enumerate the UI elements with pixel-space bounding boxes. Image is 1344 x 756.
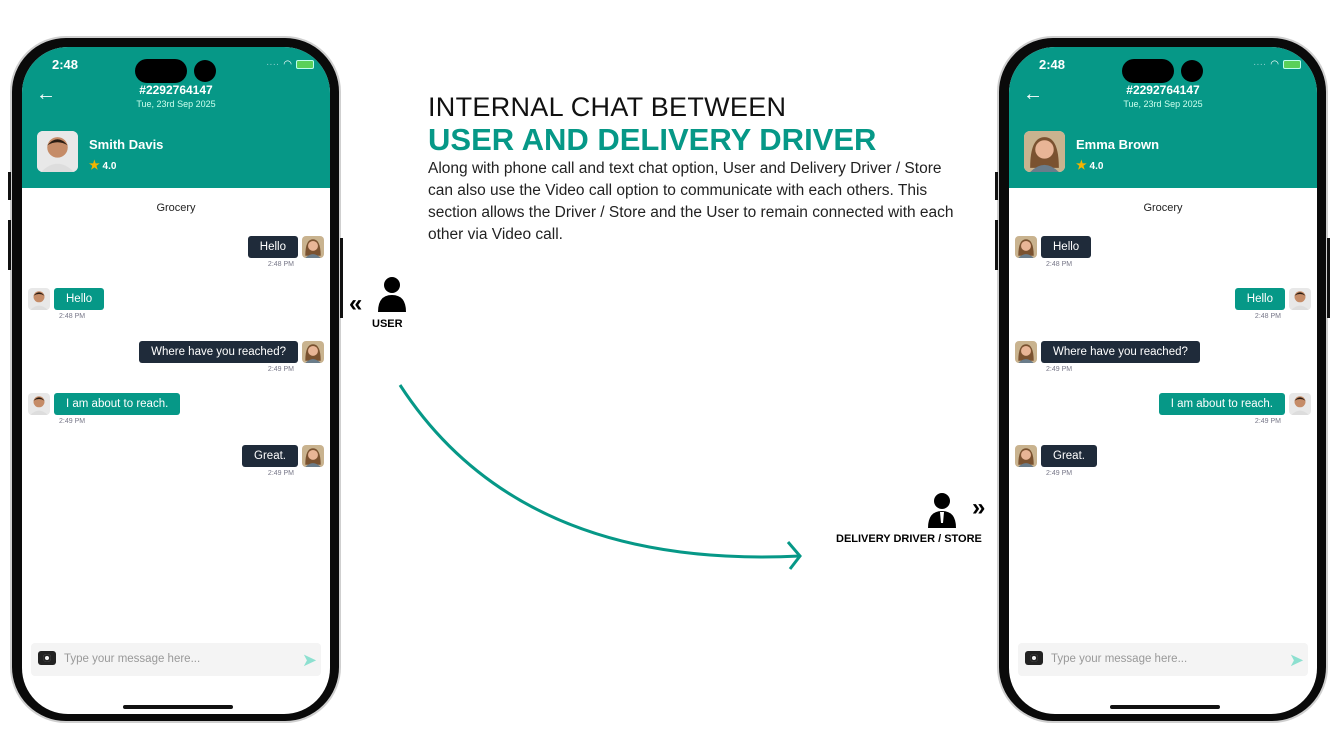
message-bubble: Hello [247, 236, 298, 258]
order-date: Tue, 23rd Sep 2025 [136, 99, 216, 109]
order-id: #2292764147 [139, 83, 213, 97]
back-arrow-icon[interactable]: ← [36, 83, 56, 105]
message-time: 2:49 PM [1046, 470, 1073, 478]
rating-value: 4.0 [102, 161, 117, 172]
message-row: Hello 2:48 PM [1009, 236, 1317, 282]
category-label: Grocery [1143, 202, 1183, 214]
message-time: 2:48 PM [1046, 261, 1073, 268]
status-time: 2:48 [1039, 57, 1066, 72]
phone-screen: 2:48 ····◠ ← #2292764147 Tue, 23rd Sep 2… [22, 47, 330, 714]
status-icons: ····◠ [266, 59, 314, 70]
message-composer: Type your message here... ➤ [31, 643, 321, 676]
message-avatar [302, 445, 324, 468]
chat-header: 2:48 ····◠ ← #2292764147 Tue, 23rd Sep 2… [22, 47, 330, 188]
message-time: 2:48 PM [1254, 313, 1281, 321]
user-icon [378, 277, 406, 312]
status-time: 2:48 [52, 57, 79, 72]
message-bubble: Great. [242, 445, 298, 468]
star-icon: ★ [89, 158, 100, 172]
back-arrow-icon[interactable]: ← [1023, 83, 1043, 105]
message-time: 2:48 PM [267, 261, 294, 268]
send-icon[interactable]: ➤ [1288, 650, 1304, 670]
message-composer: Type your message here... ➤ [1018, 643, 1308, 676]
wifi-icon: ◠ [1270, 59, 1279, 70]
wifi-icon: ◠ [283, 59, 292, 70]
message-row: Hello 2:48 PM [22, 288, 330, 334]
camera-icon [1181, 60, 1203, 82]
message-bubble: I am about to reach. [1158, 392, 1285, 415]
home-indicator [123, 705, 233, 709]
order-id: #2292764147 [1126, 83, 1200, 97]
message-row: I am about to reach. 2:49 PM [1009, 392, 1317, 439]
contact-rating: ★ 4.0 [1076, 158, 1103, 172]
message-avatar [1015, 340, 1037, 363]
heading-line2: USER AND DELIVERY DRIVER [428, 122, 877, 157]
message-input[interactable]: Type your message here... [64, 653, 201, 665]
message-avatar [302, 236, 324, 258]
message-row: Where have you reached? 2:49 PM [22, 340, 330, 387]
camera-icon [194, 60, 216, 82]
message-row: Great. 2:49 PM [1009, 445, 1317, 491]
message-row: Hello 2:48 PM [1009, 288, 1317, 334]
message-bubble: Great. [1041, 445, 1097, 468]
rating-value: 4.0 [1089, 161, 1104, 172]
message-input[interactable]: Type your message here... [1051, 653, 1188, 665]
message-row: Great. 2:49 PM [22, 445, 330, 491]
contact-avatar [1024, 131, 1065, 172]
user-label: USER [372, 318, 403, 330]
heading-line1: INTERNAL CHAT BETWEEN [428, 92, 787, 122]
star-icon: ★ [1076, 158, 1087, 172]
message-row: I am about to reach. 2:49 PM [22, 392, 330, 439]
message-avatar [1289, 392, 1311, 415]
dynamic-island [135, 59, 187, 83]
driver-label: DELIVERY DRIVER / STORE [836, 533, 982, 545]
description: Along with phone call and text chat opti… [428, 160, 954, 243]
message-time: 2:49 PM [1254, 417, 1281, 425]
home-indicator [1110, 705, 1220, 709]
phone-screen: 2:48 ····◠ ← #2292764147 Tue, 23rd Sep 2… [1009, 47, 1317, 714]
message-time: 2:49 PM [1046, 365, 1073, 373]
order-date: Tue, 23rd Sep 2025 [1123, 99, 1203, 109]
contact-avatar [37, 131, 78, 172]
chevron-left-icon: « [349, 290, 363, 317]
message-avatar [1015, 445, 1037, 468]
message-avatar [302, 340, 324, 363]
message-avatar [28, 392, 50, 415]
dynamic-island [1122, 59, 1174, 83]
chevron-right-icon: » [972, 494, 986, 521]
contact-name: Emma Brown [1076, 137, 1160, 152]
message-time: 2:49 PM [267, 470, 294, 478]
status-icons: ····◠ [1253, 59, 1301, 70]
message-bubble: Hello [1234, 288, 1285, 311]
send-icon[interactable]: ➤ [301, 650, 317, 670]
camera-icon[interactable] [38, 651, 56, 665]
message-bubble: Hello [54, 288, 105, 311]
message-bubble: Hello [1041, 236, 1092, 258]
message-avatar [1289, 288, 1311, 311]
signal-icon: ···· [1252, 59, 1267, 70]
message-time: 2:48 PM [59, 313, 86, 321]
message-time: 2:49 PM [59, 417, 86, 425]
user-phone: 2:48 ····◠ ← #2292764147 Tue, 23rd Sep 2… [8, 36, 343, 723]
chat-header: 2:48 ····◠ ← #2292764147 Tue, 23rd Sep 2… [1009, 47, 1317, 188]
contact-rating: ★ 4.0 [89, 158, 116, 172]
message-bubble: Where have you reached? [139, 340, 298, 363]
battery-icon [1283, 60, 1301, 69]
message-bubble: Where have you reached? [1041, 340, 1200, 363]
category-label: Grocery [156, 202, 196, 214]
message-avatar [1015, 236, 1037, 258]
message-time: 2:49 PM [267, 365, 294, 373]
driver-icon [928, 493, 956, 528]
message-row: Hello 2:48 PM [22, 236, 330, 282]
battery-icon [296, 60, 314, 69]
camera-icon[interactable] [1025, 651, 1043, 665]
message-row: Where have you reached? 2:49 PM [1009, 340, 1317, 387]
message-avatar [28, 288, 50, 311]
driver-phone: 2:48 ····◠ ← #2292764147 Tue, 23rd Sep 2… [995, 36, 1330, 723]
message-bubble: I am about to reach. [54, 392, 181, 415]
signal-icon: ···· [265, 59, 280, 70]
contact-name: Smith Davis [89, 137, 164, 152]
